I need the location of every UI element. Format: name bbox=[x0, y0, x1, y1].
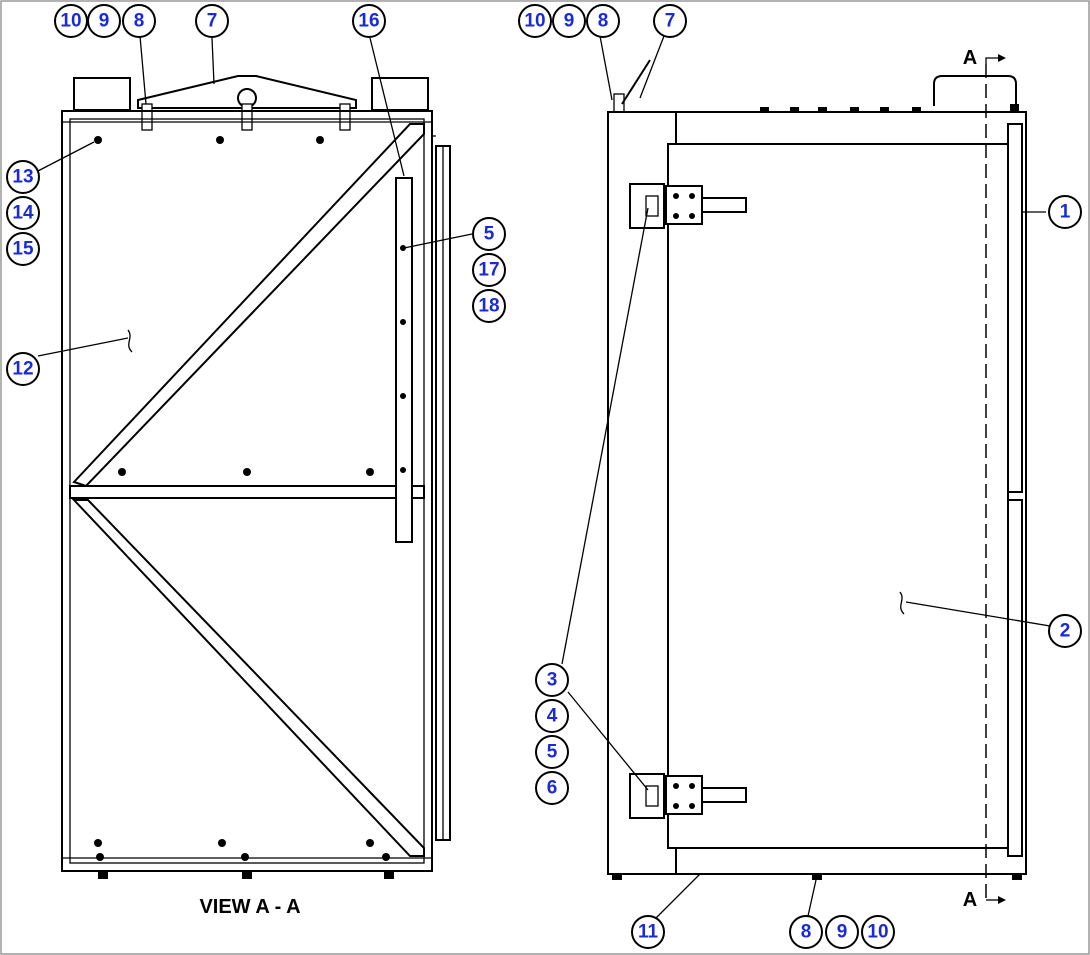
svg-text:11: 11 bbox=[638, 922, 659, 943]
side-strip-upper bbox=[1007, 123, 1023, 493]
right-top-bracket bbox=[621, 59, 651, 105]
svg-text:10: 10 bbox=[60, 11, 81, 32]
svg-text:5: 5 bbox=[547, 742, 558, 763]
vertical-strip bbox=[395, 177, 413, 543]
top-bolt bbox=[241, 103, 253, 131]
callout-left-top-10: 10 bbox=[54, 4, 88, 38]
right-top-pipe bbox=[933, 75, 1017, 106]
svg-text:13: 13 bbox=[12, 167, 33, 188]
foot bbox=[98, 871, 108, 879]
callout-left-17: 17 bbox=[472, 253, 506, 287]
svg-text:4: 4 bbox=[547, 706, 558, 727]
callout-left-18: 18 bbox=[472, 289, 506, 323]
frame-bolts bbox=[94, 136, 406, 861]
callout-left-5: 5 bbox=[472, 217, 506, 251]
upper-diagonal-brace bbox=[72, 123, 425, 488]
left-cross-bar bbox=[69, 485, 425, 499]
callout-right-top-9: 9 bbox=[552, 4, 586, 38]
callout-left-12: 12 bbox=[6, 352, 40, 386]
svg-text:16: 16 bbox=[358, 11, 379, 32]
section-marker-top: A bbox=[963, 47, 977, 69]
callout-right-bottom-10: 10 bbox=[861, 915, 895, 949]
left-top-pipe-left bbox=[73, 77, 131, 111]
callout-right-11: 11 bbox=[631, 915, 665, 949]
svg-text:10: 10 bbox=[867, 922, 888, 943]
callout-right-1: 1 bbox=[1048, 195, 1082, 229]
lower-latch bbox=[629, 773, 747, 819]
callout-left-top-9: 9 bbox=[87, 4, 121, 38]
left-view-assembly bbox=[61, 75, 451, 879]
svg-text:8: 8 bbox=[134, 11, 145, 32]
svg-text:14: 14 bbox=[12, 203, 34, 224]
svg-text:17: 17 bbox=[478, 260, 499, 281]
svg-text:9: 9 bbox=[564, 11, 575, 32]
callout-right-top-7: 7 bbox=[653, 4, 687, 38]
svg-text:2: 2 bbox=[1060, 621, 1071, 642]
callout-right-5: 5 bbox=[535, 735, 569, 769]
callout-left-14: 14 bbox=[6, 196, 40, 230]
svg-text:8: 8 bbox=[598, 11, 609, 32]
top-bolt bbox=[339, 103, 351, 131]
callout-right-2: 2 bbox=[1048, 614, 1082, 648]
callout-right-3: 3 bbox=[535, 663, 569, 697]
cabinet-door bbox=[667, 143, 1009, 849]
svg-text:5: 5 bbox=[484, 224, 495, 245]
break-mark bbox=[127, 329, 133, 353]
callout-right-6: 6 bbox=[535, 771, 569, 805]
top-bolt bbox=[141, 103, 153, 131]
side-strip-lower bbox=[1007, 499, 1023, 857]
right-leader-lines bbox=[561, 35, 1063, 919]
callout-left-16: 16 bbox=[352, 4, 386, 38]
svg-text:6: 6 bbox=[547, 778, 558, 799]
upper-latch bbox=[629, 183, 747, 229]
left-leader-lines bbox=[35, 35, 473, 357]
svg-text:10: 10 bbox=[524, 11, 545, 32]
lower-diagonal-brace bbox=[71, 499, 425, 857]
callout-right-bottom-9: 9 bbox=[825, 915, 859, 949]
callout-right-4: 4 bbox=[535, 699, 569, 733]
section-marker-bottom: A bbox=[963, 889, 977, 911]
svg-text:1: 1 bbox=[1060, 202, 1071, 223]
svg-text:9: 9 bbox=[99, 11, 110, 32]
svg-text:7: 7 bbox=[207, 11, 218, 32]
svg-text:7: 7 bbox=[665, 11, 676, 32]
svg-text:12: 12 bbox=[12, 359, 33, 380]
svg-text:8: 8 bbox=[801, 922, 812, 943]
callout-left-13: 13 bbox=[6, 160, 40, 194]
callout-left-top-8: 8 bbox=[122, 4, 156, 38]
callout-right-top-10: 10 bbox=[518, 4, 552, 38]
callout-right-top-8: 8 bbox=[586, 4, 620, 38]
svg-text:15: 15 bbox=[12, 239, 34, 260]
svg-text:18: 18 bbox=[478, 296, 499, 317]
svg-text:9: 9 bbox=[837, 922, 848, 943]
foot bbox=[242, 871, 252, 879]
callout-right-bottom-8: 8 bbox=[789, 915, 823, 949]
svg-text:3: 3 bbox=[547, 670, 558, 691]
callout-left-top-7: 7 bbox=[195, 4, 229, 38]
right-view-assembly: A A bbox=[607, 47, 1027, 911]
view-label: VIEW A - A bbox=[199, 896, 300, 918]
break-mark bbox=[899, 591, 905, 615]
top-bolt-row bbox=[760, 104, 1019, 112]
foot bbox=[384, 871, 394, 879]
callout-left-15: 15 bbox=[6, 232, 40, 266]
